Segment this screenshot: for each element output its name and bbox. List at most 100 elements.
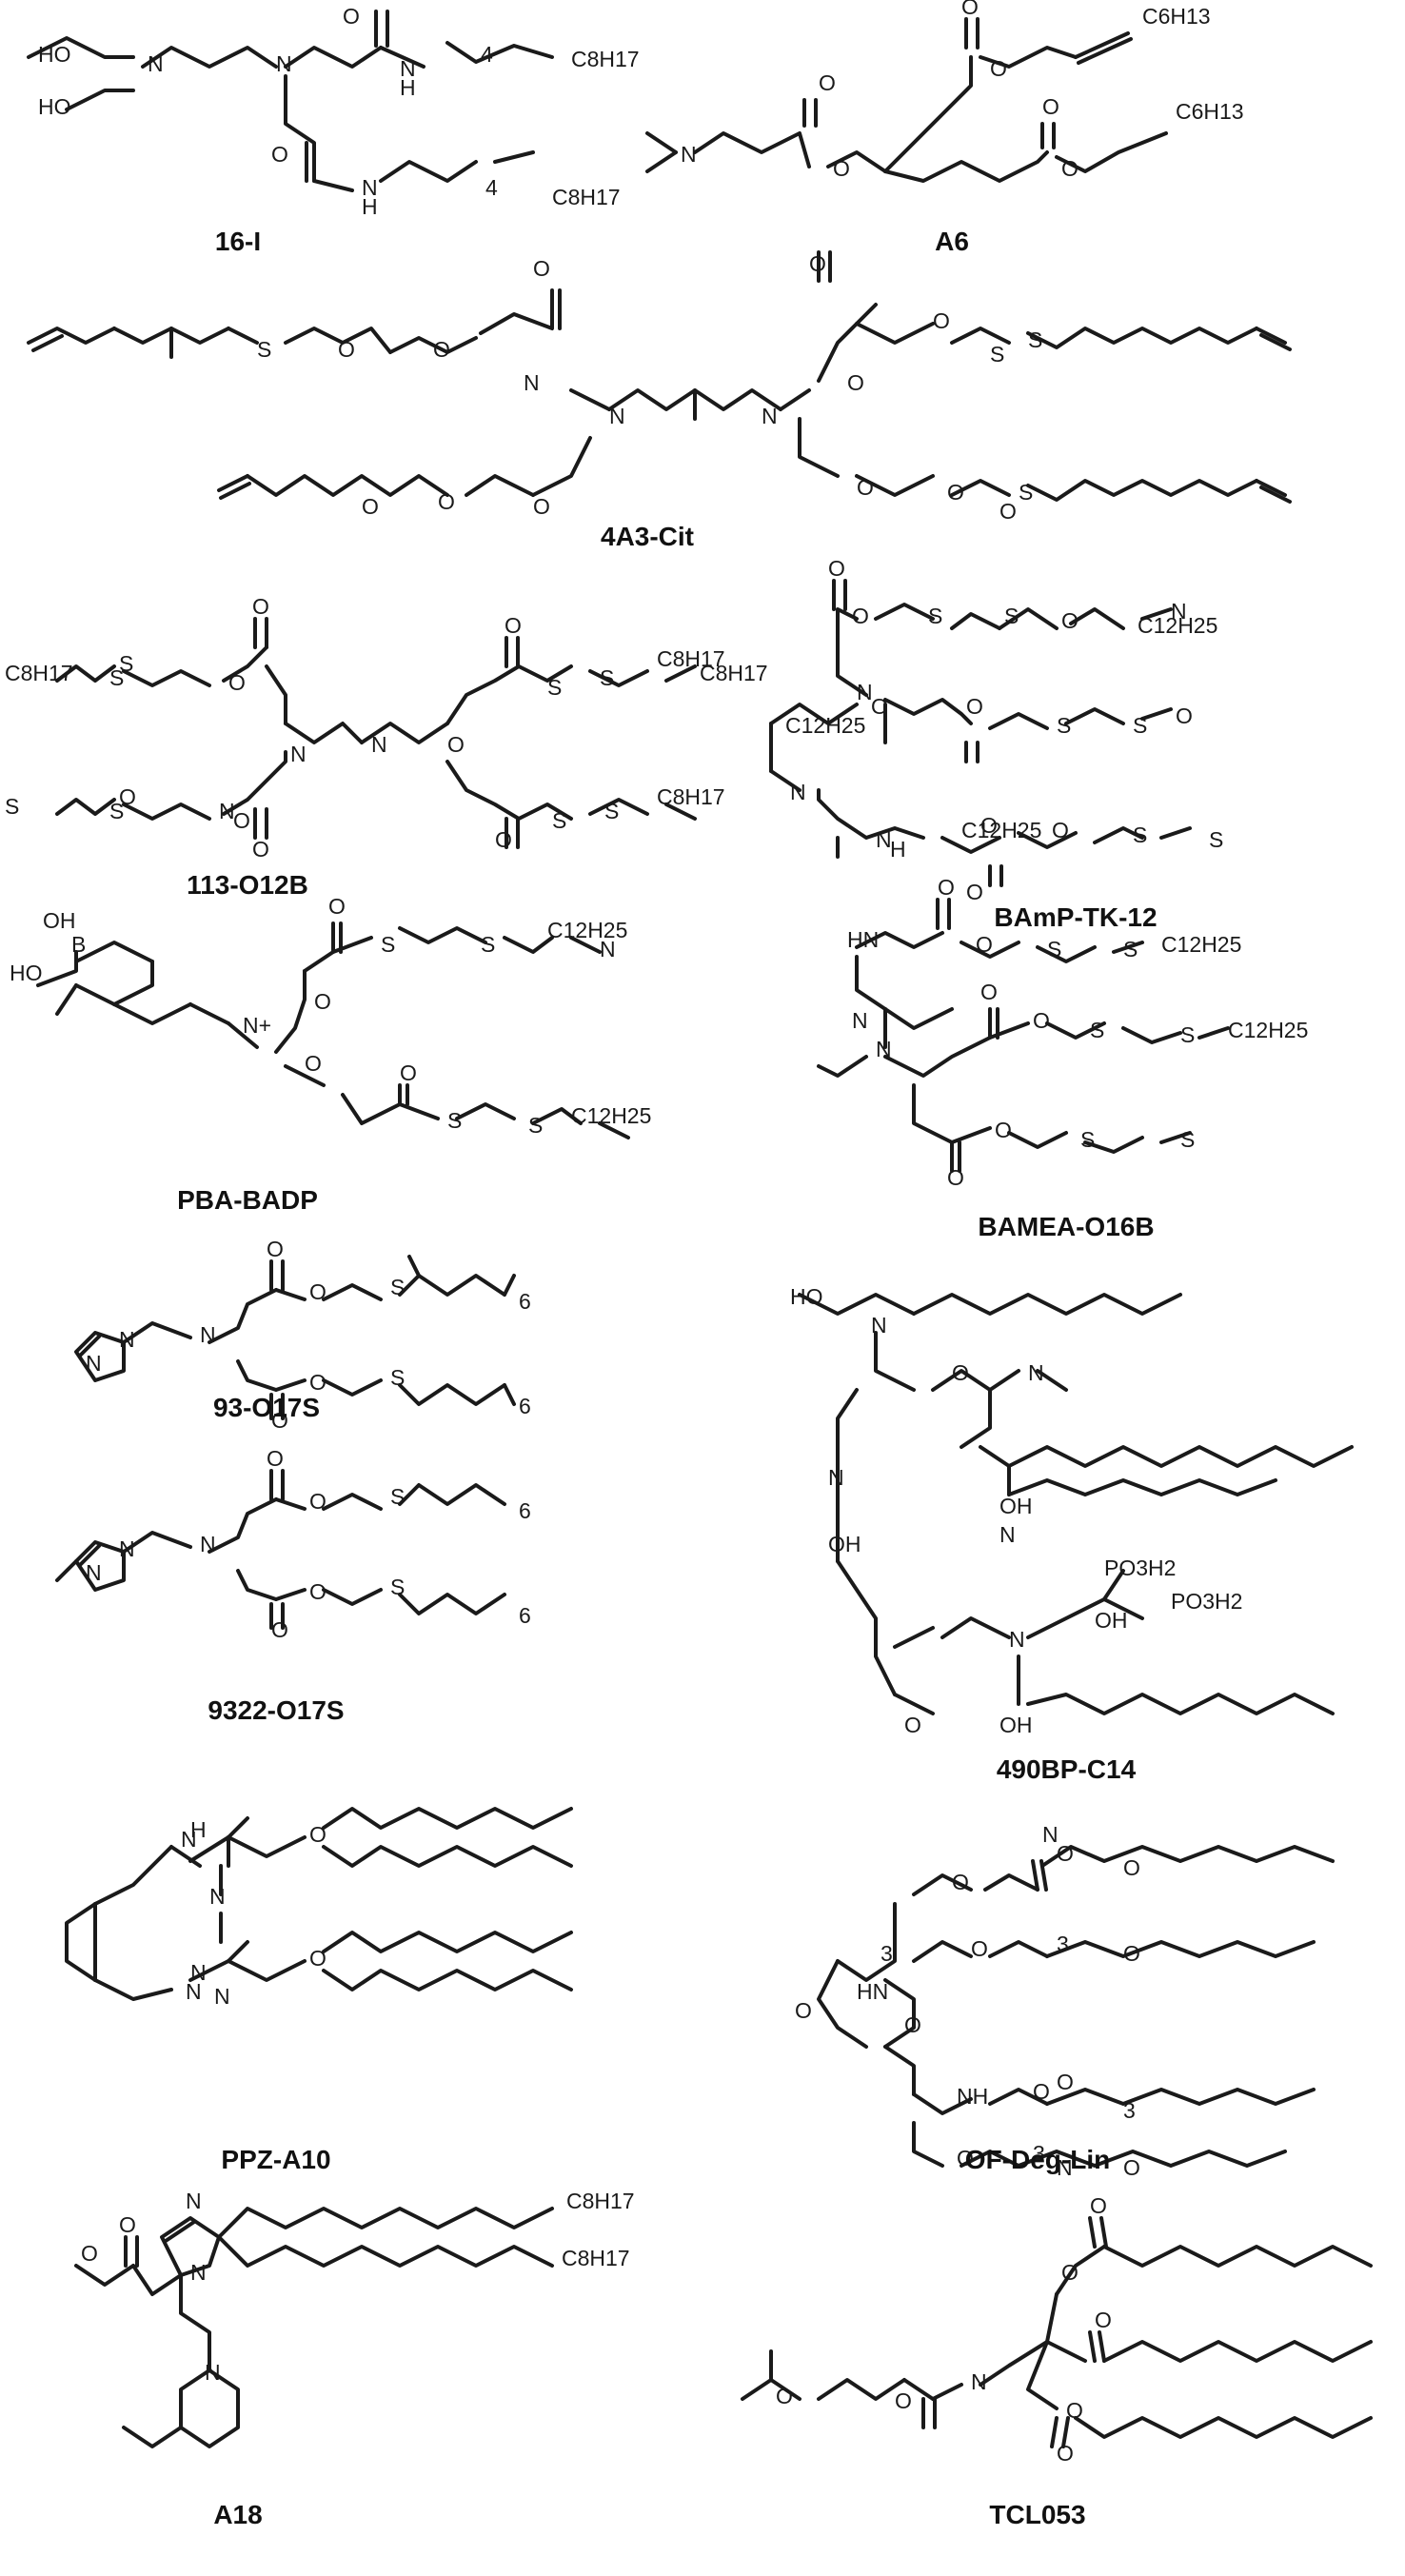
atom-label: S (390, 1275, 405, 1299)
bond (131, 2264, 183, 2296)
atom-label: O (400, 1060, 417, 1085)
atom-label: HO (38, 94, 71, 119)
atom-label: N (681, 142, 697, 167)
atom-label: C8H17 (657, 784, 725, 809)
bond (445, 760, 521, 821)
atom-label: N (828, 1465, 844, 1490)
atom-label: HN (847, 927, 879, 952)
atom-label: N (190, 1960, 207, 1985)
bond (569, 936, 602, 954)
bond (360, 722, 449, 744)
atom-label: O (309, 1822, 327, 1847)
atom-label: O (1095, 2308, 1112, 2332)
bond (55, 664, 116, 683)
atom-label: C12H25 (1228, 1018, 1308, 1042)
bond (1064, 707, 1125, 725)
atom-label: O (952, 1360, 969, 1385)
atom-label: O (895, 2388, 912, 2413)
atom-label: O (267, 1237, 284, 1261)
bond (78, 1335, 101, 1357)
atom-label: OH (1095, 1608, 1128, 1633)
bond (227, 1835, 307, 1858)
atom-label: S (481, 932, 495, 957)
atom-label: O (433, 337, 450, 362)
atom-label: HO (10, 961, 43, 985)
atom-label: O (228, 670, 246, 695)
bond (74, 983, 116, 1006)
bond (1074, 2416, 1373, 2439)
bond (322, 1931, 573, 1953)
atom-label: N (857, 680, 873, 704)
bond (322, 1493, 383, 1511)
bond (265, 664, 287, 725)
atom-label: O (980, 980, 998, 1004)
atom-label: O (81, 2241, 98, 2266)
atom-label: C12H25 (961, 818, 1041, 842)
bond (55, 1559, 78, 1582)
bond (979, 2340, 1049, 2387)
bond (227, 1021, 259, 1049)
bond (588, 798, 649, 816)
bond (912, 1293, 1182, 1316)
atom-label: S (5, 794, 19, 819)
atom-label: O (966, 694, 983, 719)
atom-label: S (1057, 713, 1071, 738)
bond (398, 1593, 506, 1615)
bond (1007, 1445, 1354, 1468)
bond (93, 1978, 173, 2001)
atom-label: N (1009, 1627, 1025, 1652)
bond (74, 1331, 126, 1382)
atom-label: S (390, 1575, 405, 1599)
bond (931, 1369, 1020, 1392)
atom-label: N (181, 1827, 197, 1852)
bond (950, 612, 1001, 630)
atom-label: S (1123, 937, 1138, 961)
atom-label: O (819, 70, 836, 95)
atom-label: 6 (519, 1498, 531, 1523)
bond (398, 1383, 506, 1406)
bond (1045, 2088, 1316, 2106)
bond (503, 1274, 516, 1297)
atom-label: N (200, 1532, 216, 1556)
bond (274, 1378, 307, 1392)
bond (826, 150, 887, 173)
bond (217, 2235, 554, 2268)
bond (1007, 1131, 1068, 1149)
compound-label: PBA-BADP (177, 1185, 318, 1215)
bond (531, 1107, 583, 1125)
atom-label: S (1019, 480, 1033, 505)
bond (1026, 479, 1258, 502)
atom-label: 3 (1033, 2141, 1045, 2166)
bond (227, 327, 259, 345)
atom-label: O (1033, 2079, 1050, 2104)
bond (1099, 2216, 1108, 2249)
compound-label: 490BP-C14 (996, 1754, 1137, 1784)
bond (912, 2092, 973, 2115)
bond (236, 1569, 278, 1601)
compound-label: 113-O12B (187, 870, 308, 900)
bond (208, 1497, 278, 1554)
bond (1026, 2340, 1059, 2410)
atom-label: S (1028, 327, 1042, 352)
bond (331, 936, 373, 954)
atom-label: PO3H2 (1171, 1589, 1242, 1614)
bond (883, 2045, 916, 2096)
bond (817, 788, 925, 840)
atom-label: N (200, 1322, 216, 1347)
bond (36, 950, 78, 987)
atom-label: H (890, 837, 906, 862)
bond (322, 1378, 383, 1397)
atom-label: S (1080, 1127, 1095, 1152)
atom-label: O (362, 494, 379, 519)
atom-label: O (980, 813, 998, 838)
atom-label: O (309, 1946, 327, 1971)
atom-label: O (1061, 608, 1078, 633)
